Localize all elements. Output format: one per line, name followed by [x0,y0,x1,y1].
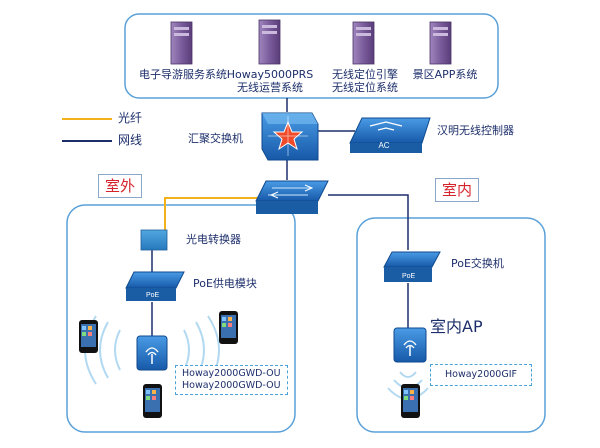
aggregation-switch-label: 汇聚交换机 [188,132,243,145]
poe-switch-icon: PoE [383,251,441,282]
server-label-4-line-1: 景区APP系统 [412,68,478,81]
phone-icon-indoor [401,384,420,418]
server-label-1-line-1: 电子导游服务系统 [139,68,227,81]
poe-module-icon: PoE [125,271,185,301]
poe-module-label: PoE供电模块 [193,277,257,290]
server-label-2-line-1: Howay5000PRS [226,68,314,81]
outdoor-ap-caption-line-2: Howay2000GWD-OU [182,380,281,391]
phone-icon-outdoor-left [79,320,98,353]
server-label-3-line-2: 无线定位系统 [332,81,398,94]
converter-label: 光电转换器 [186,233,241,246]
poe-switch-label: PoE交换机 [451,257,504,270]
photoelectric-converter-icon [140,229,168,251]
server-tower-1 [170,21,193,65]
server-label-2-line-2: 无线运营系统 [237,81,303,94]
distribution-switch-icon [255,180,329,214]
outdoor-ap-icon [136,335,168,371]
server-tower-4 [429,21,452,65]
phone-icon-outdoor-right [219,311,238,344]
outdoor-zone-tag: 室外 [98,174,143,198]
ac-controller-icon: AC [349,117,431,153]
server-label-3: 无线定位引擎 无线定位系统 [320,68,410,94]
poe-switch-text: PoE [402,273,416,280]
server-label-3-line-1: 无线定位引擎 [332,68,398,81]
legend-fiber-label: 光纤 [118,111,143,125]
cable-dist-to-indoor [328,194,409,250]
legend-cable-label: 网线 [118,133,143,147]
indoor-ap-caption: Howay2000GIF [430,364,532,386]
server-label-2: Howay5000PRS 无线运营系统 [224,68,316,94]
outdoor-ap-caption-line-1: Howay2000GWD-OU [182,368,281,379]
indoor-zone-tag: 室内 [435,178,480,202]
server-tower-3 [352,21,375,65]
indoor-zone-frame [356,217,546,433]
indoor-ap-label: 室内AP [430,317,483,336]
server-label-4: 景区APP系统 [405,68,485,81]
outdoor-ap-caption: Howay2000GWD-OU Howay2000GWD-OU [175,365,288,395]
ac-text: AC [378,141,389,150]
fiber-dist-to-converter [164,197,262,230]
phone-icon-outdoor-bottom [143,384,162,418]
server-tower-2 [258,19,281,65]
server-frame [124,13,499,99]
aggregation-switch-icon [261,112,319,161]
indoor-ap-icon [393,327,427,363]
outdoor-zone-frame [66,204,296,433]
poe-module-text: PoE [146,292,160,299]
ac-controller-label: 汉明无线控制器 [437,124,514,137]
server-label-1: 电子导游服务系统 [137,68,229,81]
